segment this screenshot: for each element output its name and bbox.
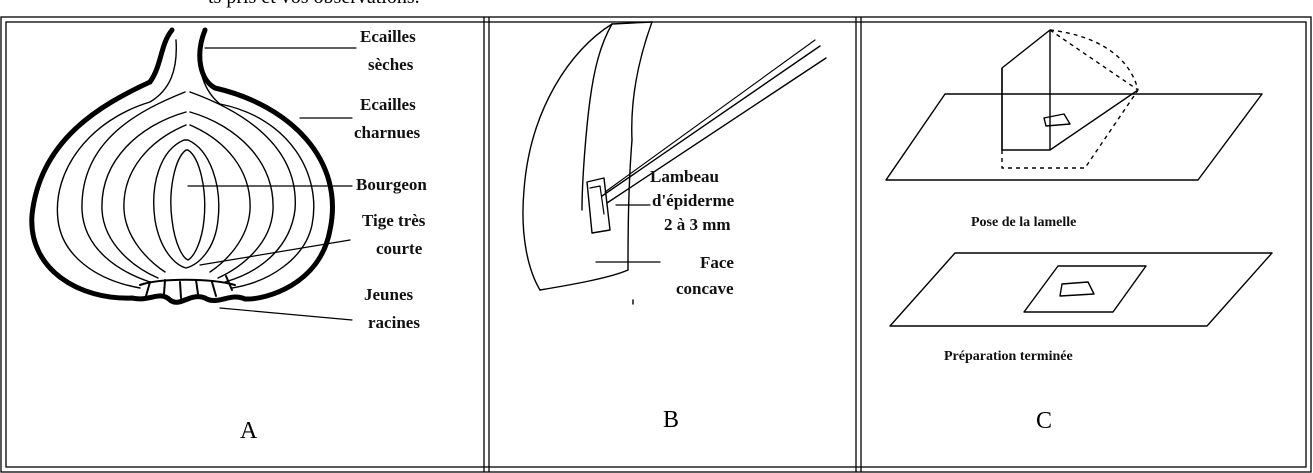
label-face-1: Face [700, 253, 734, 272]
label-shred-2: d'épiderme [652, 191, 735, 210]
panel-c-labels: Pose de la lamelle Préparation terminée … [944, 215, 1076, 434]
label-bud: Bourgeon [356, 175, 427, 194]
label-stem-2: courte [376, 239, 423, 258]
label-dry-scales-2: sèches [368, 55, 414, 74]
panel-a-labels: Ecailles sèches Ecailles charnues Bourge… [240, 27, 427, 444]
label-shred-3: 2 à 3 mm [664, 215, 731, 234]
panel-c-letter: C [1036, 408, 1052, 434]
panel-a-onion-diagram [32, 30, 356, 320]
table-borders [1, 17, 1311, 472]
label-fleshy-scales-2: charnues [354, 123, 421, 142]
label-stem-1: Tige très [362, 211, 426, 230]
label-coverslip: Pose de la lamelle [971, 215, 1076, 230]
label-shred-1: Lambeau [650, 167, 719, 186]
panel-b-scale-diagram [523, 22, 826, 304]
label-dry-scales-1: Ecailles [360, 27, 416, 46]
panel-b-labels: Lambeau d'épiderme 2 à 3 mm Face concave… [650, 167, 735, 433]
panel-a-letter: A [240, 418, 258, 444]
panel-b-letter: B [663, 407, 679, 433]
label-face-2: concave [676, 279, 734, 298]
label-fleshy-scales-1: Ecailles [360, 95, 416, 114]
label-roots-2: racines [368, 313, 420, 332]
label-preparation-done: Préparation terminée [944, 349, 1073, 364]
label-roots-1: Jeunes [364, 285, 414, 304]
panel-c-slide-diagram [886, 30, 1272, 326]
